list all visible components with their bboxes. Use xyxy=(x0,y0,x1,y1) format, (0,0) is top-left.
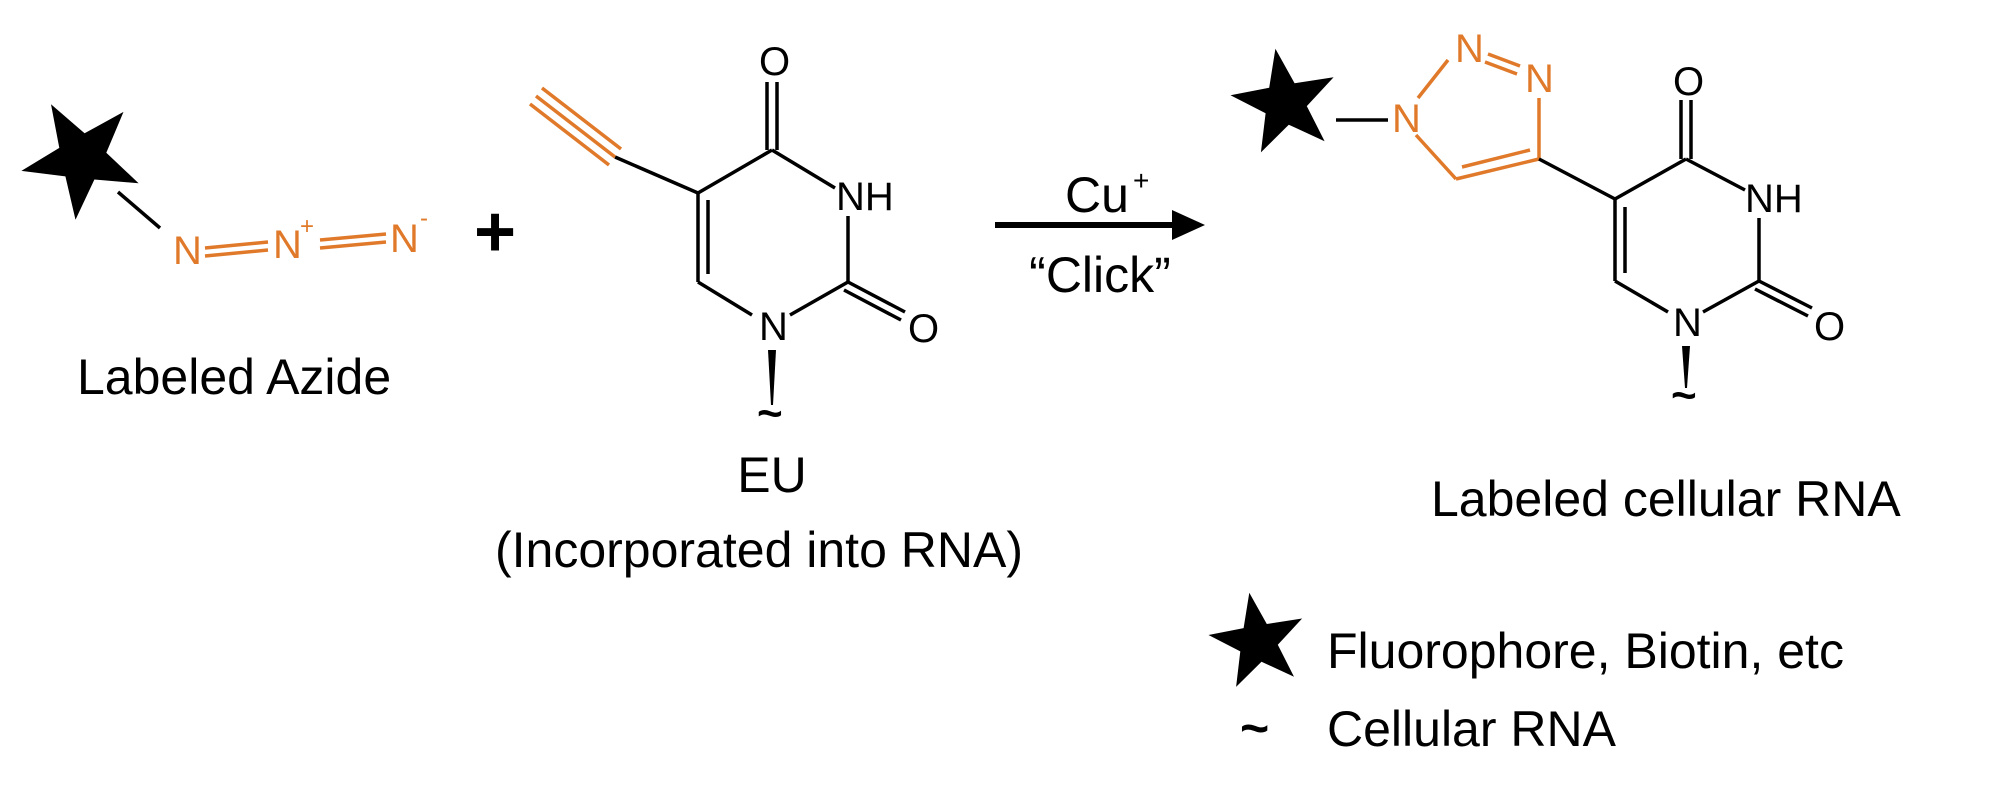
triazole-n3: N xyxy=(1525,57,1554,101)
eu-label: EU xyxy=(737,447,806,503)
product-n1: N xyxy=(1673,301,1702,345)
eu-molecule: O NH O N ~ EU (Incorporated into RNA) xyxy=(495,40,1023,578)
alkyne-triple-bond-3 xyxy=(528,102,611,167)
labeled-azide: N N + N - Labeled Azide xyxy=(21,104,428,405)
star-icon xyxy=(1230,48,1334,153)
legend-star-text: Fluorophore, Biotin, etc xyxy=(1327,623,1844,679)
triazole-n1: N xyxy=(1392,97,1421,141)
legend: Fluorophore, Biotin, etc ~ Cellular RNA xyxy=(1208,592,1844,757)
n1-n2-bond xyxy=(1416,58,1450,100)
star-icon xyxy=(1208,592,1303,687)
c5-n1-bond xyxy=(1414,133,1458,181)
click-condition: “Click” xyxy=(1029,247,1171,303)
alkyne-triple-bond xyxy=(534,94,617,159)
n1-c6-bond xyxy=(1614,279,1669,314)
c4-n3-bond xyxy=(771,148,836,190)
catalyst-label: Cu xyxy=(1065,167,1129,223)
c2-n1-bond xyxy=(789,280,849,317)
product-label: Labeled cellular RNA xyxy=(1431,471,1901,527)
c2-o-bond xyxy=(1758,279,1813,310)
eu-o2: O xyxy=(908,307,939,351)
eu-caption: (Incorporated into RNA) xyxy=(495,522,1023,578)
c5-alkyne-bond xyxy=(614,155,699,195)
c2-o-bond-line xyxy=(843,288,902,322)
wedge-bond xyxy=(1682,346,1690,388)
c4-c5u-bond xyxy=(1614,157,1687,201)
product-o2: O xyxy=(1814,305,1845,349)
linker-bond xyxy=(116,190,162,230)
eu-o4: O xyxy=(759,40,790,84)
c2-o-bond-line xyxy=(1754,287,1809,318)
c4-c5-bond xyxy=(1455,157,1540,181)
product-nh: NH xyxy=(1745,177,1803,221)
azide-double-bond xyxy=(204,240,269,250)
azide-n3: N xyxy=(390,217,419,261)
rna-tilde: ~ xyxy=(757,389,783,438)
n2-n3-bond-line xyxy=(1484,60,1518,76)
eu-n1: N xyxy=(759,305,788,349)
arrow-head-icon xyxy=(1172,210,1205,240)
azide-minus-charge: - xyxy=(420,205,428,232)
triazole-n2: N xyxy=(1455,27,1484,71)
azide-n2: N xyxy=(273,223,302,267)
tilde-icon: ~ xyxy=(1240,700,1269,756)
azide-n1: N xyxy=(173,229,202,273)
labeled-azide-label: Labeled Azide xyxy=(77,349,391,405)
legend-tilde-text: Cellular RNA xyxy=(1327,701,1617,757)
c4-c5-bond xyxy=(697,148,773,195)
azide-plus-charge: + xyxy=(300,213,314,240)
n1-c6-bond xyxy=(697,280,753,317)
catalyst-charge: + xyxy=(1133,165,1149,196)
azide-double-bond-line xyxy=(204,248,269,258)
plus-sign: + xyxy=(474,192,516,272)
reaction-arrow: Cu + “Click” xyxy=(995,165,1205,303)
n2-n3-bond xyxy=(1487,52,1521,68)
c2-n1-bond xyxy=(1702,279,1760,314)
triazole-uracil-bond xyxy=(1538,157,1616,201)
azide-double-bond-2-line xyxy=(319,240,387,250)
wedge-bond xyxy=(768,350,776,405)
eu-nh: NH xyxy=(836,175,894,219)
star-icon xyxy=(21,104,139,220)
c4-c5-double xyxy=(1461,148,1531,169)
product-o4: O xyxy=(1673,60,1704,104)
c4-n3-bond xyxy=(1685,157,1746,192)
azide-double-bond-2 xyxy=(319,232,387,242)
c2-o-bond xyxy=(847,280,906,314)
labeled-rna-product: N N N O NH O N ~ Labeled cellular RNA xyxy=(1230,27,1901,527)
alkyne-triple-bond-2 xyxy=(540,86,623,151)
rna-tilde: ~ xyxy=(1671,371,1697,420)
